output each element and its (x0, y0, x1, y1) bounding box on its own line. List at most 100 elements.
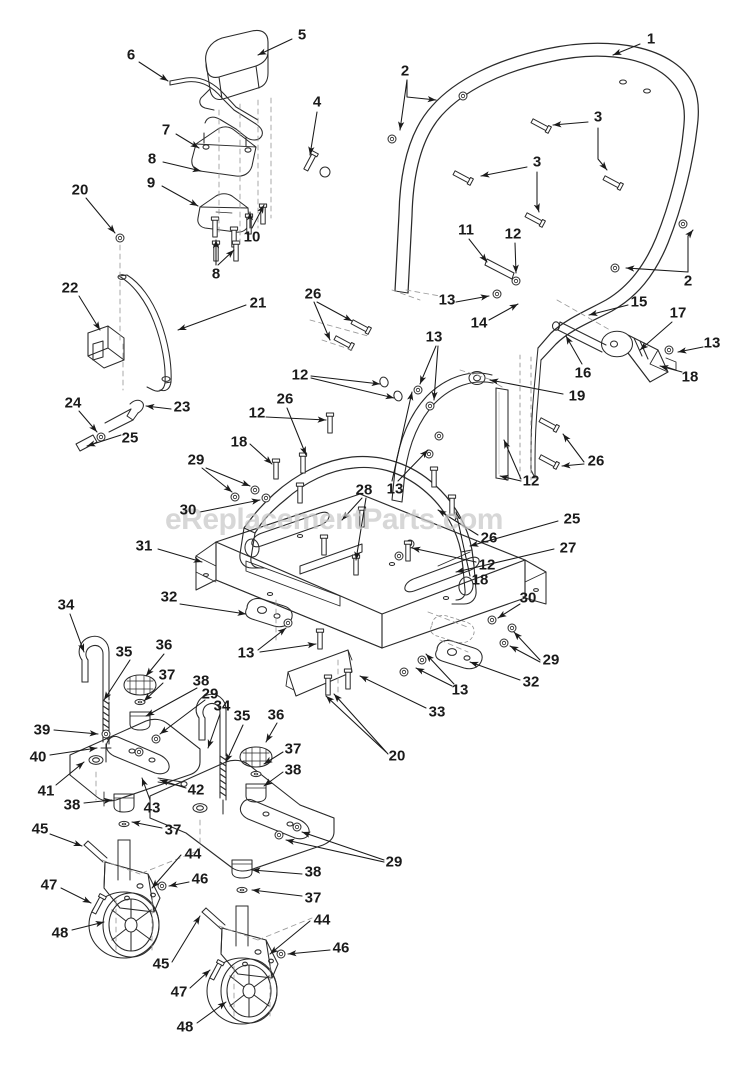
callout-number-37d[interactable]: 37 (304, 889, 322, 907)
fastener-group (83, 91, 688, 982)
callout-number-11[interactable]: 11 (458, 221, 474, 239)
callout-number-47a[interactable]: 47 (40, 876, 58, 894)
callout-number-17[interactable]: 17 (669, 304, 687, 322)
callout-number-23[interactable]: 23 (173, 398, 191, 416)
callout-number-16[interactable]: 16 (574, 364, 592, 382)
callout-number-34a[interactable]: 34 (57, 596, 75, 614)
callout-number-7[interactable]: 7 (161, 121, 171, 139)
callout-number-19[interactable]: 19 (568, 387, 586, 405)
callout-number-20b[interactable]: 20 (388, 747, 406, 765)
callout-number-30b[interactable]: 30 (519, 589, 537, 607)
callout-number-34b[interactable]: 34 (213, 697, 231, 715)
callout-number-9[interactable]: 9 (146, 174, 156, 192)
callout-number-14[interactable]: 14 (470, 314, 488, 332)
callout-number-36b[interactable]: 36 (267, 706, 285, 724)
caster-fork-right (220, 905, 279, 979)
wheel-right (206, 957, 278, 1025)
callout-number-48a[interactable]: 48 (51, 924, 69, 942)
vertical-post (495, 387, 509, 481)
callout-number-26a[interactable]: 26 (304, 285, 322, 303)
callout-number-2b[interactable]: 2 (683, 272, 693, 290)
callout-number-25a[interactable]: 25 (121, 429, 139, 447)
callout-number-25b[interactable]: 25 (563, 510, 581, 528)
callout-number-33[interactable]: 33 (428, 703, 446, 721)
adjust-rod-11 (484, 258, 515, 280)
callout-number-47b[interactable]: 47 (170, 983, 188, 1001)
callout-number-12a[interactable]: 12 (504, 225, 522, 243)
callout-number-15[interactable]: 15 (630, 293, 648, 311)
callout-number-13d[interactable]: 13 (386, 480, 404, 498)
callout-number-35b[interactable]: 35 (233, 707, 251, 725)
callout-number-35a[interactable]: 35 (115, 643, 133, 661)
callout-number-26c[interactable]: 26 (587, 452, 605, 470)
callout-number-38c[interactable]: 38 (284, 761, 302, 779)
callout-number-44b[interactable]: 44 (313, 911, 331, 929)
callout-number-13f[interactable]: 13 (451, 681, 469, 699)
callout-number-32b[interactable]: 32 (522, 673, 540, 691)
callout-number-40[interactable]: 40 (29, 748, 47, 766)
callout-number-36a[interactable]: 36 (155, 636, 173, 654)
latch-assembly (551, 321, 677, 383)
callout-number-13b[interactable]: 13 (703, 334, 721, 352)
callout-number-12c[interactable]: 12 (248, 404, 266, 422)
callout-number-42[interactable]: 42 (187, 781, 205, 799)
callout-number-26b[interactable]: 26 (276, 390, 294, 408)
callout-number-10[interactable]: 10 (243, 228, 261, 246)
callout-number-29b[interactable]: 29 (542, 651, 560, 669)
callout-number-13c[interactable]: 13 (425, 328, 443, 346)
callout-number-22[interactable]: 22 (61, 279, 79, 297)
left-support-bracket (87, 274, 172, 392)
callout-number-30a[interactable]: 30 (179, 501, 197, 519)
callout-number-6[interactable]: 6 (126, 46, 136, 64)
callout-number-2a[interactable]: 2 (400, 62, 410, 80)
leader-lines (49, 38, 704, 1024)
foot-plate-33 (285, 649, 353, 697)
callout-number-37a[interactable]: 37 (158, 666, 176, 684)
callout-number-44a[interactable]: 44 (184, 845, 202, 863)
callout-number-45a[interactable]: 45 (31, 820, 49, 838)
callout-number-29a[interactable]: 29 (187, 451, 205, 469)
callout-number-5[interactable]: 5 (297, 26, 307, 44)
callout-number-38d[interactable]: 38 (304, 863, 322, 881)
callout-number-3b[interactable]: 3 (532, 153, 542, 171)
callout-number-43[interactable]: 43 (143, 799, 161, 817)
callout-number-46b[interactable]: 46 (332, 939, 350, 957)
callout-number-18b[interactable]: 18 (230, 433, 248, 451)
callout-number-45b[interactable]: 45 (152, 955, 170, 973)
callout-number-3a[interactable]: 3 (593, 108, 603, 126)
callout-number-8b[interactable]: 8 (211, 265, 221, 283)
callout-number-29c[interactable]: 29 (201, 685, 219, 703)
callout-number-21[interactable]: 21 (249, 294, 267, 312)
callout-number-24[interactable]: 24 (64, 394, 82, 412)
mount-pad-right (435, 640, 483, 670)
callout-number-12e[interactable]: 12 (478, 556, 496, 574)
callout-number-8a[interactable]: 8 (147, 150, 157, 168)
handle-loop-tube (394, 42, 699, 361)
callout-number-18c[interactable]: 18 (471, 571, 489, 589)
callout-number-4[interactable]: 4 (312, 93, 322, 111)
callout-number-13a[interactable]: 13 (438, 291, 456, 309)
callout-number-31[interactable]: 31 (135, 537, 153, 555)
callout-number-18a[interactable]: 18 (681, 368, 699, 386)
callout-number-39[interactable]: 39 (33, 721, 51, 739)
callout-number-37c[interactable]: 37 (164, 821, 182, 839)
callout-number-38a[interactable]: 38 (192, 672, 210, 690)
u-bolt-spring-right (195, 693, 227, 815)
callout-number-28[interactable]: 28 (355, 481, 373, 499)
callout-number-29d[interactable]: 29 (385, 853, 403, 871)
callout-number-37b[interactable]: 37 (284, 740, 302, 758)
callout-number-1[interactable]: 1 (646, 30, 656, 48)
callout-number-27[interactable]: 27 (559, 539, 577, 557)
callout-number-12b[interactable]: 12 (291, 366, 309, 384)
callout-number-20a[interactable]: 20 (71, 181, 89, 199)
callout-number-48b[interactable]: 48 (176, 1018, 194, 1036)
callout-number-46a[interactable]: 46 (191, 870, 209, 888)
callout-number-38b[interactable]: 38 (63, 796, 81, 814)
callout-number-13e[interactable]: 13 (237, 644, 255, 662)
callout-number-41[interactable]: 41 (37, 782, 55, 800)
callout-number-26d[interactable]: 26 (480, 529, 498, 547)
callout-number-12d[interactable]: 12 (522, 472, 540, 490)
callout-number-32a[interactable]: 32 (160, 588, 178, 606)
